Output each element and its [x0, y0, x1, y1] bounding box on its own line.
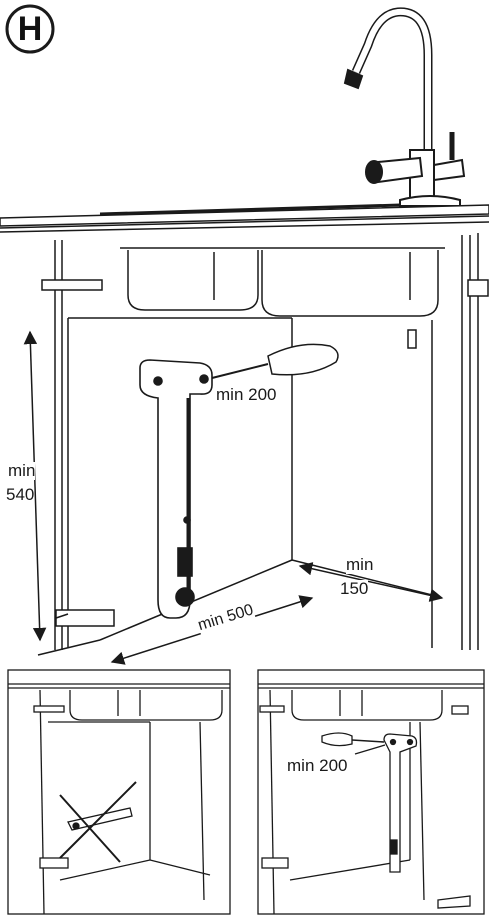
- countertop: [0, 203, 489, 233]
- right-panel-clearance-label: min 200: [287, 756, 348, 775]
- step-circle: [5, 4, 55, 54]
- side-label-line2: 150: [340, 579, 369, 598]
- faucet: [343, 7, 466, 207]
- panel-right: [257, 669, 485, 915]
- cabinet: [41, 233, 489, 650]
- panel-left: [7, 669, 231, 915]
- height-label-line2: 540: [6, 485, 35, 504]
- height-label-line1: min: [8, 461, 36, 480]
- tap-clearance-label: min 200: [216, 385, 277, 404]
- sink-bowls: [120, 247, 445, 317]
- filter-bracket: [139, 359, 213, 619]
- side-label-line1: min: [346, 555, 374, 574]
- step-letter: H: [17, 9, 43, 48]
- screwdriver: [211, 343, 339, 379]
